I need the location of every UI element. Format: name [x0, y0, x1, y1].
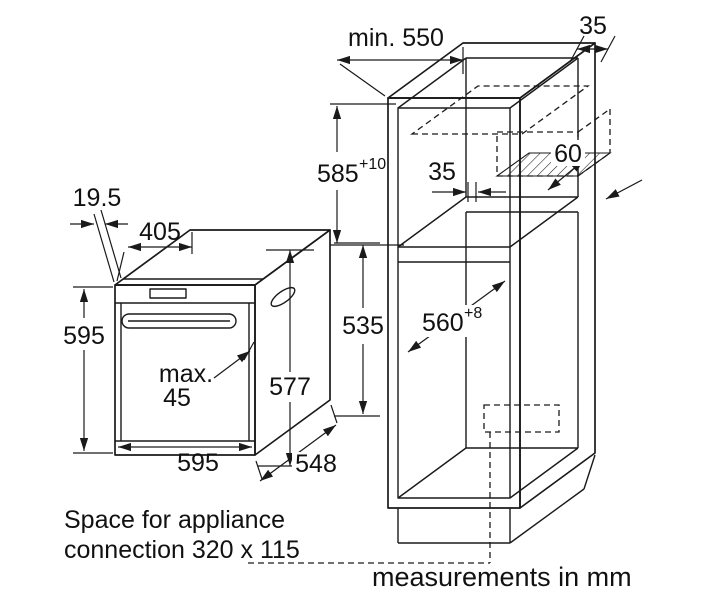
label-backgrounds — [60, 140, 585, 478]
cabinet-right-face — [519, 42, 596, 509]
connection-note-line1: Space for appliance — [64, 506, 285, 534]
oven-drawing — [114, 229, 331, 456]
dim-label-side-height: 535 — [342, 312, 384, 340]
footnotes: Space for appliance connection 320 x 115… — [64, 506, 632, 592]
dim-label-niche-depth-tolerance: +8 — [464, 305, 482, 322]
dim-oven-height-with-panel — [258, 249, 314, 467]
dim-label-body-depth: 548 — [295, 450, 337, 478]
label-bg — [312, 155, 386, 189]
dim-label-rear-wall-gap: 35 — [428, 158, 456, 186]
dim-cabinet-rear-top-clearance — [569, 35, 643, 200]
dim-label-height-with-panel: 577 — [269, 373, 311, 401]
niche-ceiling — [397, 57, 579, 109]
oven-front-face — [114, 284, 256, 456]
dim-niche-height — [330, 103, 404, 246]
dim-cabinet-min-depth — [337, 47, 464, 97]
oven-side-grip-cutout — [270, 286, 296, 308]
extension-lines — [569, 35, 616, 63]
label-bg — [418, 305, 492, 337]
extension-lines — [258, 249, 314, 467]
connection-leader-dashed — [248, 432, 491, 564]
dim-oven-top-depth — [116, 232, 193, 282]
label-bg — [266, 372, 314, 402]
extension-lines — [73, 286, 113, 454]
appliance-envelope-dashed — [410, 85, 590, 135]
label-bg — [551, 140, 585, 166]
cabinet-front-face — [387, 97, 521, 509]
dim-label-niche-depth: 560 — [422, 309, 464, 337]
oven-right-face — [254, 229, 331, 456]
label-bg — [340, 310, 386, 342]
label-bg — [292, 452, 340, 478]
extension-lines — [334, 242, 380, 417]
dim-label-rear-top-clearance: 35 — [579, 12, 607, 40]
cabinet-shelf — [397, 196, 579, 263]
cabinet-floor — [397, 447, 579, 499]
oven-door-handle — [121, 313, 237, 329]
oven-door-edges — [120, 303, 250, 441]
dim-label-niche-height: 585 — [317, 160, 359, 188]
cabinet-plinth — [397, 454, 596, 544]
dim-rear-wall-gap — [432, 182, 506, 202]
extension-lines — [255, 404, 338, 480]
dim-label-oven-height: 595 — [63, 322, 105, 350]
dim-label-oven-width: 595 — [177, 449, 219, 477]
cabinet-opening — [397, 107, 511, 499]
dim-oven-handle-projection — [213, 341, 255, 379]
dim-oven-height — [73, 286, 113, 454]
cabinet-drawing — [387, 42, 596, 544]
units-note: measurements in mm — [372, 562, 632, 592]
connection-space — [248, 404, 560, 564]
label-bg — [60, 320, 108, 350]
connection-space-dashed-rect — [483, 404, 560, 433]
dim-oven-side-height — [334, 242, 380, 417]
leader-arrow — [213, 350, 251, 379]
dim-label-vent-depth: 60 — [554, 140, 582, 168]
extension-lines — [339, 47, 464, 97]
extension-lines — [116, 232, 193, 282]
extension-lines — [93, 209, 122, 283]
dim-label-handle-max: max. — [159, 360, 213, 388]
rear-wall-arrow — [605, 179, 643, 200]
dim-label-top-depth: 405 — [139, 218, 181, 246]
tick-lines — [467, 182, 477, 202]
extension-lines — [330, 103, 404, 246]
dim-label-handle-value: 45 — [163, 384, 191, 412]
dim-oven-panel-depth — [70, 209, 128, 283]
connection-note-line2: connection 320 x 115 — [64, 536, 300, 564]
oven-display — [149, 288, 187, 299]
dim-label-panel-depth: 19.5 — [73, 184, 122, 212]
dim-label-min-depth: min. 550 — [348, 24, 444, 52]
dimension-labels: 19.5 405 595 max. 45 577 535 595 548 min… — [63, 12, 607, 478]
tick-line — [243, 341, 255, 361]
dim-label-niche-height-tolerance: +10 — [359, 156, 386, 173]
